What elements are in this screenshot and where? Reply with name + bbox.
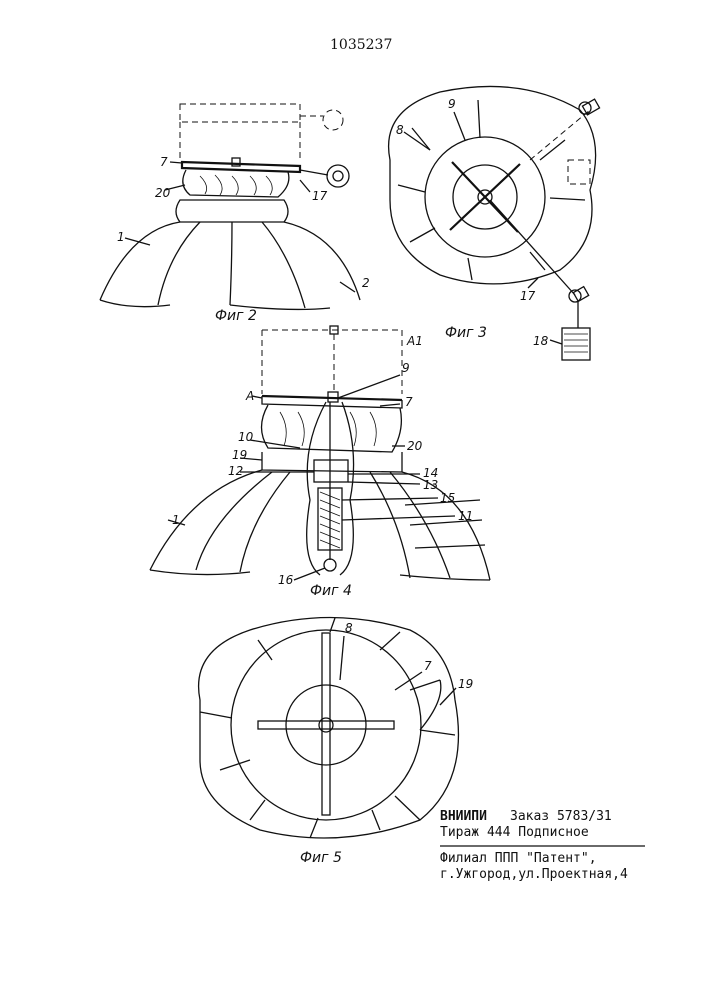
fig5-label-19: 19 [458, 677, 473, 691]
figure-3 [389, 86, 600, 360]
fig4-label-12: 12 [228, 464, 243, 478]
fig5-caption: Фиг 5 [300, 850, 342, 866]
fig4-label-11: 11 [458, 509, 473, 523]
fig2-caption: Фиг 2 [215, 308, 257, 324]
fig4-label-7: 7 [405, 395, 413, 409]
fig4-label-20: 20 [407, 439, 423, 453]
fig4-label-10: 10 [238, 430, 254, 444]
fig5-label-8: 8 [345, 621, 353, 635]
imprint-print-run: Тираж 444 Подписное [440, 825, 589, 840]
imprint-address: г.Ужгород,ул.Проектная,4 [440, 867, 628, 882]
fig4-label-1: 1 [172, 513, 180, 527]
fig4-label-16: 16 [278, 573, 294, 587]
imprint-order: Заказ 5783/31 [510, 809, 612, 824]
fig4-label-9: 9 [402, 361, 410, 375]
figure-5 [199, 618, 459, 839]
fig2-label-7: 7 [160, 155, 168, 169]
fig3-label-18: 18 [533, 334, 549, 348]
fig2-label-2: 2 [362, 276, 370, 290]
fig4-label-A: A [245, 389, 254, 403]
fig4-label-15: 15 [440, 491, 455, 505]
imprint-branch: Филиал ППП "Патент", [440, 851, 597, 866]
fig3-label-17: 17 [520, 289, 536, 303]
fig4-label-A1: A1 [406, 334, 423, 348]
fig2-label-20: 20 [155, 186, 171, 200]
fig4-label-19: 19 [232, 448, 247, 462]
patent-number: 1035237 [330, 37, 392, 53]
fig2-label-1: 1 [117, 230, 125, 244]
imprint-org: ВНИИПИ [440, 809, 487, 824]
fig4-label-13: 13 [423, 478, 438, 492]
fig2-label-17: 17 [312, 189, 328, 203]
figure-2 [100, 104, 360, 309]
fig3-label-9: 9 [448, 97, 456, 111]
fig4-caption: Фиг 4 [310, 583, 352, 599]
fig3-caption: Фиг 3 [445, 325, 487, 341]
fig3-label-8: 8 [396, 123, 404, 137]
figure-4 [150, 326, 490, 580]
fig5-label-7: 7 [424, 659, 432, 673]
imprint-block: ВНИИПИ Заказ 5783/31 Тираж 444 Подписное… [440, 809, 645, 882]
